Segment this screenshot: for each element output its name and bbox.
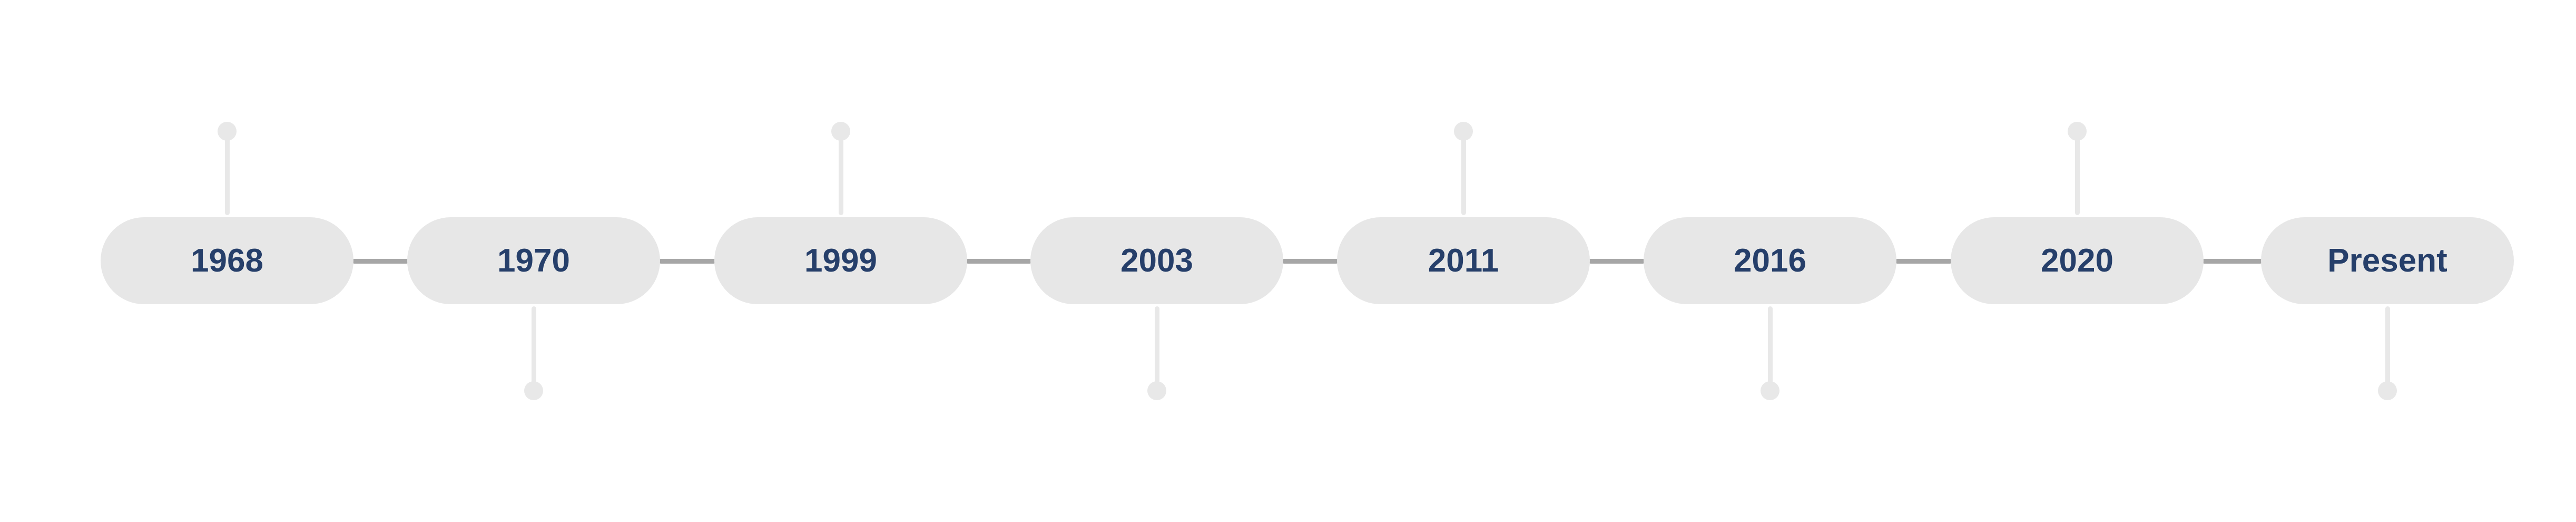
event-label: 2020: [2041, 242, 2113, 279]
event-label: 1999: [804, 242, 877, 279]
marker-dot-icon: [1147, 381, 1166, 400]
marker-stem: [1155, 306, 1159, 385]
timeline-connector: [1282, 259, 1339, 264]
marker-stem: [1768, 306, 1773, 385]
timeline-connector: [1588, 259, 1645, 264]
timeline-connector: [352, 259, 409, 264]
timeline-connector: [1895, 259, 1952, 264]
event-label: 2016: [1734, 242, 1806, 279]
marker-dot-icon: [1761, 381, 1779, 400]
marker-dot-icon: [2068, 122, 2087, 141]
timeline-connector: [2202, 259, 2263, 264]
timeline-event-1999[interactable]: 1999: [714, 217, 967, 304]
marker-dot-icon: [2378, 381, 2397, 400]
marker-stem: [225, 138, 230, 215]
event-label: 2011: [1428, 242, 1499, 279]
marker-stem: [532, 306, 536, 385]
marker-dot-icon: [524, 381, 543, 400]
event-label: Present: [2327, 242, 2447, 279]
marker-dot-icon: [831, 122, 850, 141]
timeline-event-2020[interactable]: 2020: [1951, 217, 2204, 304]
timeline-event-2011[interactable]: 2011: [1337, 217, 1590, 304]
marker-stem: [839, 138, 843, 215]
timeline-event-2016[interactable]: 2016: [1644, 217, 1896, 304]
marker-stem: [2075, 138, 2080, 215]
timeline-event-1970[interactable]: 1970: [407, 217, 660, 304]
timeline-connector: [966, 259, 1032, 264]
timeline-event-1968[interactable]: 1968: [101, 217, 353, 304]
event-label: 1970: [497, 242, 570, 279]
marker-stem: [2385, 306, 2390, 385]
timeline-event-2003[interactable]: 2003: [1030, 217, 1283, 304]
timeline-connector: [658, 259, 716, 264]
event-label: 1968: [191, 242, 263, 279]
marker-dot-icon: [1454, 122, 1473, 141]
event-label: 2003: [1120, 242, 1193, 279]
marker-dot-icon: [218, 122, 237, 141]
timeline-event-present[interactable]: Present: [2261, 217, 2514, 304]
marker-stem: [1461, 138, 1466, 215]
